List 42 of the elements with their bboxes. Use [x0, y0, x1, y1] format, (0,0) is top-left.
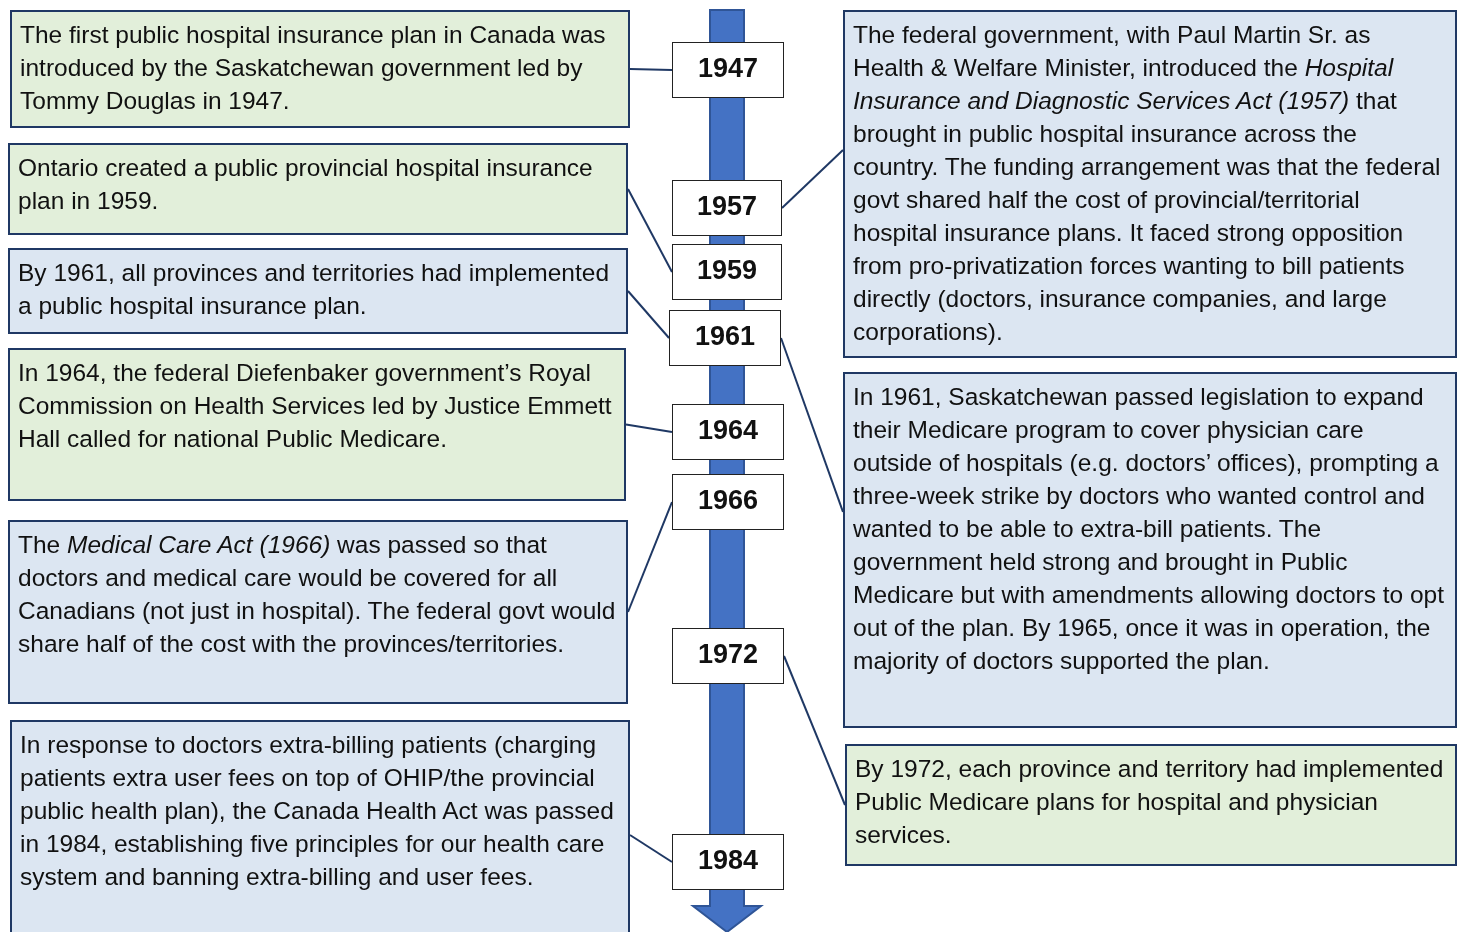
- year-box: [672, 244, 782, 300]
- year-box: [672, 474, 784, 530]
- year-box: [672, 404, 784, 460]
- event-text: The federal government, with Paul Martin Sr. as Health & Welfare Minister, introduced the Hospital Insurance and Diagnostic Services Act (1957) that brought in public hospital insurance across the country. The funding arrangement was that the federal govt shared half the cost of provincial/territorial hospital insurance plans. It faced strong opposition from pro-privatization forces wanting to bill patients directly (doctors, insurance companies, and large corporations).: [853, 20, 1442, 347]
- connector-line: [629, 834, 673, 863]
- year-label: 1964: [696, 414, 760, 447]
- year-label: 1972: [696, 638, 760, 671]
- connector-line: [627, 188, 673, 273]
- year-box: [672, 42, 784, 98]
- connector-line: [781, 149, 844, 209]
- year-label: 1984: [696, 844, 760, 877]
- year-label: 1959: [695, 254, 759, 287]
- event-text: In response to doctors extra-billing patients (charging patients extra user fees on top of OHIP/the provincial public health plan), the Canada Health Act was passed in 1984, establishing five principles for our health care system and banning extra-billing and user fees.: [20, 730, 615, 892]
- year-box: [672, 834, 784, 890]
- year-label: 1961: [693, 320, 757, 353]
- year-box: [672, 180, 782, 236]
- connector-line: [629, 68, 673, 71]
- event-box: [10, 720, 630, 932]
- event-box: [8, 520, 628, 704]
- year-box: [669, 310, 781, 366]
- event-text: In 1961, Saskatchewan passed legislation to expand their Medicare program to cover physician care outside of hospitals (e.g. doctors’ offices), prompting a three-week strike by doctors who wanted control and wanted to be able to extra-bill patients. The government held strong and brought in Public Medicare but with amendments allowing doctors to opt out of the plan. By 1965, once it was in operation, the majority of doctors supported the plan.: [853, 382, 1446, 676]
- event-text: The Medical Care Act (1966) was passed so that doctors and medical care would be covered for all Canadians (not just in hospital). The federal govt would share half of the cost with the provinces/territories.: [18, 530, 617, 659]
- event-box: [845, 744, 1457, 866]
- event-text: Ontario created a public provincial hospital insurance plan in 1959.: [18, 153, 594, 216]
- connector-line: [783, 655, 846, 806]
- event-text: In 1964, the federal Diefenbaker government’s Royal Commission on Health Services led by Justice Emmett Hall called for national Public Medicare.: [18, 358, 613, 454]
- connector-line: [627, 501, 673, 613]
- event-box: [8, 143, 628, 235]
- year-box: [672, 628, 784, 684]
- connector-line: [780, 337, 844, 513]
- event-text: By 1972, each province and territory had implemented Public Medicare plans for hospital and physician services.: [855, 754, 1445, 850]
- event-box: [843, 372, 1457, 728]
- event-box: [8, 348, 626, 501]
- connector-line: [627, 290, 670, 339]
- year-label: 1966: [696, 484, 760, 517]
- event-text: The first public hospital insurance plan in Canada was introduced by the Saskatchewan government led by Tommy Douglas in 1947.: [20, 20, 607, 116]
- connector-line: [625, 423, 673, 433]
- year-label: 1957: [695, 190, 759, 223]
- event-box: [10, 10, 630, 128]
- event-box: [8, 248, 628, 334]
- event-text: By 1961, all provinces and territories had implemented a public hospital insurance plan.: [18, 258, 611, 321]
- year-label: 1947: [696, 52, 760, 85]
